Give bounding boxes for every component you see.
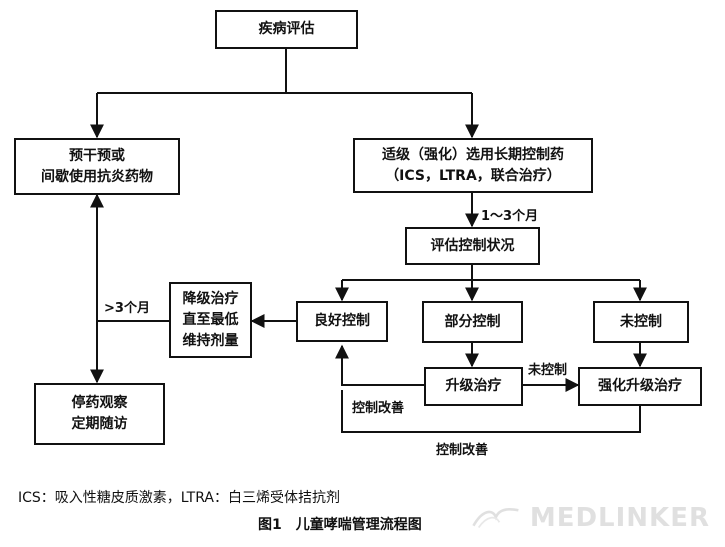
node-step-up-therapy: 升级治疗 bbox=[424, 367, 523, 406]
node-partial-control: 部分控制 bbox=[422, 301, 523, 343]
node-text: 评估控制状况 bbox=[430, 237, 515, 254]
label-control-improved-1: 控制改善 bbox=[352, 401, 405, 416]
node-text-line1: 降级治疗 bbox=[182, 290, 239, 307]
node-text: 强化升级治疗 bbox=[598, 378, 682, 394]
node-disease-assessment: 疾病评估 bbox=[215, 10, 358, 49]
figure-caption: 图1 儿童哮喘管理流程图 bbox=[258, 514, 422, 534]
node-text: 疾病评估 bbox=[258, 21, 315, 37]
node-text-line2: （ICS，LTRA，联合治疗） bbox=[385, 167, 561, 184]
node-text: 未控制 bbox=[620, 313, 662, 330]
node-uncontrolled: 未控制 bbox=[593, 301, 689, 343]
footnote: ICS：吸入性糖皮质激素，LTRA：白三烯受体拮抗剂 bbox=[18, 490, 340, 506]
node-text: 升级治疗 bbox=[445, 378, 502, 394]
node-text-line2: 定期随访 bbox=[71, 416, 128, 432]
swoosh-logo-icon bbox=[472, 508, 519, 529]
node-good-control: 良好控制 bbox=[296, 301, 388, 342]
node-text-line2: 直至最低 bbox=[182, 311, 239, 328]
figure-number: 图1 bbox=[258, 517, 282, 533]
node-evaluate-control: 评估控制状况 bbox=[405, 227, 540, 265]
node-stop-observe: 停药观察 定期随访 bbox=[34, 383, 165, 445]
label-over-3-months: >3个月 bbox=[104, 301, 150, 316]
node-text-line1: 停药观察 bbox=[71, 395, 128, 411]
watermark: MEDLINKER bbox=[470, 500, 710, 536]
label-control-improved-2: 控制改善 bbox=[436, 443, 489, 458]
node-text-line2: 间歇使用抗炎药物 bbox=[41, 168, 153, 185]
label-not-controlled: 未控制 bbox=[528, 363, 568, 378]
node-text-line1: 适级（强化）选用长期控制药 bbox=[382, 146, 564, 163]
node-text: 良好控制 bbox=[314, 313, 370, 329]
figure-title: 儿童哮喘管理流程图 bbox=[295, 517, 422, 533]
node-text: 部分控制 bbox=[444, 313, 501, 330]
label-duration: 1～3个月 bbox=[481, 209, 539, 224]
node-preventive-intervention: 预干预或 间歇使用抗炎药物 bbox=[14, 138, 180, 195]
node-text-line3: 维持剂量 bbox=[182, 332, 239, 349]
node-step-down-therapy: 降级治疗 直至最低 维持剂量 bbox=[169, 282, 252, 358]
node-text-line1: 预干预或 bbox=[69, 147, 125, 164]
node-long-term-control: 适级（强化）选用长期控制药 （ICS，LTRA，联合治疗） bbox=[353, 138, 593, 193]
node-intensified-step-up: 强化升级治疗 bbox=[578, 367, 702, 406]
watermark-text: MEDLINKER bbox=[529, 503, 710, 533]
